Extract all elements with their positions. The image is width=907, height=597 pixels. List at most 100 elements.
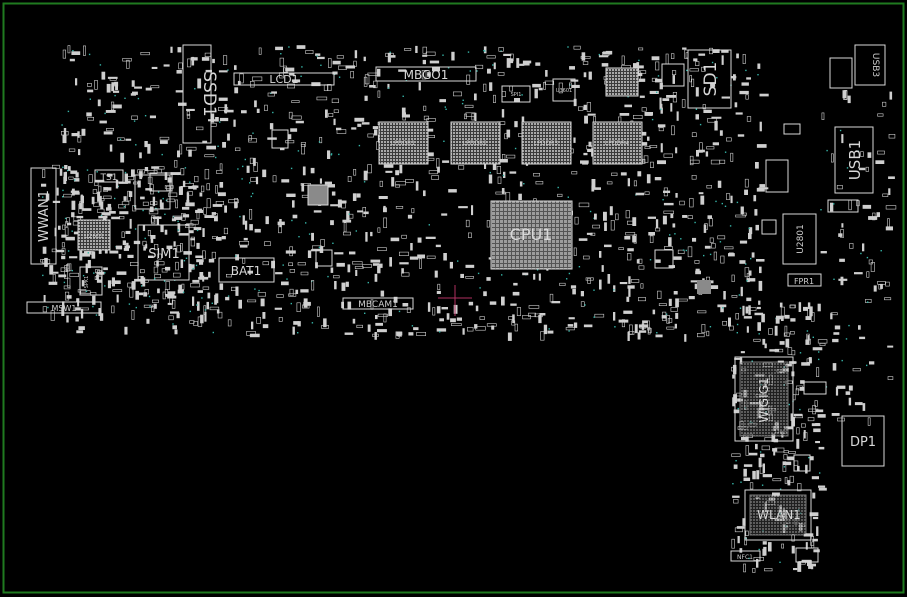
smd-pad [410, 243, 413, 251]
via [748, 557, 750, 560]
smd-pad [731, 294, 738, 298]
smd-pad [672, 92, 678, 103]
label-ram-1: LPDDR1 [391, 140, 415, 147]
ts-sensor[interactable] [94, 169, 124, 183]
via [818, 358, 820, 361]
smd-pad [342, 231, 351, 236]
smd-pad [818, 446, 825, 450]
mbcam-connector[interactable] [342, 297, 414, 310]
smd-pad [422, 46, 427, 54]
via [680, 238, 682, 240]
smd-pad [668, 298, 672, 306]
smd-pad [94, 80, 98, 90]
sd-card-slot[interactable] [687, 49, 732, 109]
smd-pad [740, 206, 744, 215]
ram-chip-3[interactable] [521, 121, 572, 165]
wigig-module[interactable] [734, 356, 794, 442]
smd-pad [153, 266, 159, 274]
u2601-chip[interactable] [77, 219, 111, 251]
smd-pad [815, 409, 824, 413]
fingerprint-connector[interactable] [787, 273, 822, 287]
smd-pad [415, 181, 419, 191]
smd-pad [641, 107, 647, 112]
smd-pad [604, 244, 612, 248]
via [745, 69, 747, 72]
smd-pad [118, 254, 122, 259]
wwan-slot[interactable] [30, 167, 57, 265]
smd-pad [145, 87, 152, 91]
smd-pad [398, 69, 407, 72]
via [737, 407, 739, 410]
smd-pad [789, 331, 795, 335]
smd-pad [148, 255, 154, 258]
smd-pad [383, 313, 387, 323]
smd-pad [605, 50, 613, 55]
smd-pad [637, 297, 646, 302]
smd-pad [143, 246, 146, 251]
smd-pad [146, 318, 150, 324]
smd-pad [805, 316, 812, 320]
u2801-chip[interactable] [782, 213, 817, 265]
smd-pad [106, 173, 113, 177]
via [841, 359, 843, 362]
ram-chip-4[interactable] [592, 121, 643, 165]
ram-chip-1[interactable] [378, 121, 429, 165]
smd-pad [773, 451, 776, 456]
smd-pad [650, 161, 654, 169]
via [709, 326, 712, 328]
smd-pad [387, 83, 390, 89]
smd-pad [748, 233, 752, 240]
displayport-connector[interactable] [841, 415, 885, 467]
smd-pad [486, 220, 490, 228]
smd-pad [513, 282, 518, 286]
battery-connector[interactable] [218, 257, 275, 283]
smd-pad [695, 270, 701, 275]
smd-pad [815, 441, 820, 444]
smd-pad [291, 79, 301, 83]
lcd-connector[interactable] [233, 72, 335, 86]
ram-chip-2[interactable] [450, 121, 501, 165]
via [578, 266, 581, 268]
sim-slot[interactable] [137, 224, 190, 281]
smd-pad [557, 193, 563, 197]
via [656, 91, 658, 93]
wlan-module[interactable] [744, 489, 812, 541]
via [237, 168, 239, 170]
smd-pad [68, 176, 74, 180]
smd-pad [252, 76, 263, 82]
smd-pad [262, 261, 269, 266]
via [536, 269, 539, 271]
label-wlan: WLAN1 [757, 508, 801, 522]
smd-pad [181, 283, 185, 290]
mbgo-connector[interactable] [375, 66, 477, 82]
smd-pad [174, 329, 178, 335]
smd-pad [819, 343, 826, 346]
via [144, 115, 147, 117]
speaker-connector[interactable] [79, 266, 103, 296]
via [808, 456, 810, 459]
smd-pad [175, 90, 184, 93]
label-ts: TS1 [100, 173, 118, 183]
smd-pad [543, 82, 547, 90]
via [327, 275, 329, 278]
smd-pad [262, 324, 269, 329]
label-u2801: U2801 [796, 224, 806, 254]
via [779, 488, 782, 490]
smd-pad [522, 62, 530, 66]
smd-pad [383, 217, 388, 228]
ssd-connector[interactable] [182, 44, 212, 144]
smd-pad [147, 170, 158, 175]
usb-side-connector[interactable] [834, 126, 874, 194]
bga-chip-top[interactable] [605, 67, 639, 97]
via [114, 94, 116, 97]
cpu-package[interactable] [490, 200, 573, 270]
usb-top-connector[interactable] [854, 44, 886, 86]
msw-connector[interactable] [26, 301, 102, 314]
smd-pad [583, 104, 587, 110]
smd-pad [204, 215, 215, 218]
smd-pad [137, 292, 144, 296]
smd-pad [80, 194, 83, 200]
nfc-connector[interactable] [730, 550, 761, 562]
via [740, 481, 742, 483]
